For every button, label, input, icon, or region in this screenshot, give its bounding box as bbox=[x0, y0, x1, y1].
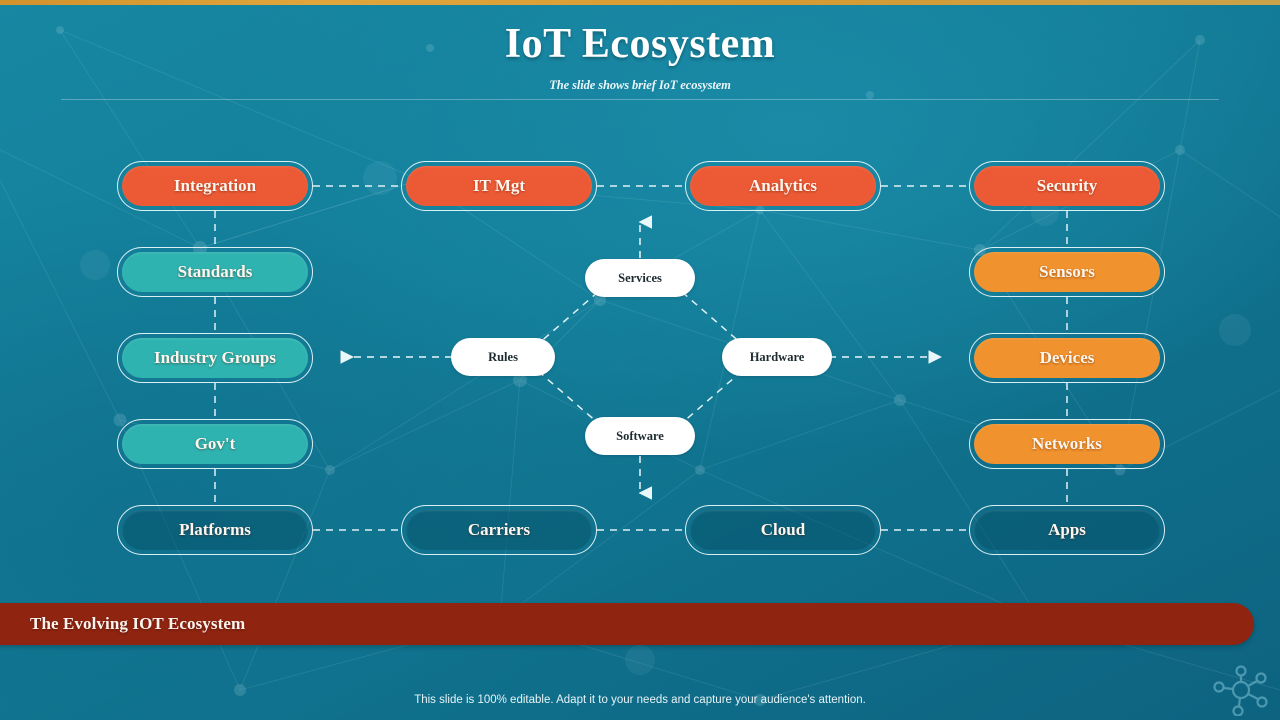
node-standards-label: Standards bbox=[122, 252, 308, 292]
node-networks-label: Networks bbox=[974, 424, 1160, 464]
node-integration[interactable]: Integration bbox=[117, 161, 313, 211]
node-platforms-label: Platforms bbox=[122, 510, 308, 550]
node-integration-label: Integration bbox=[122, 166, 308, 206]
node-devices-label: Devices bbox=[974, 338, 1160, 378]
node-rules[interactable]: Rules bbox=[451, 338, 555, 376]
node-hardware-label: Hardware bbox=[749, 349, 805, 364]
footer-ribbon-label: The Evolving IOT Ecosystem bbox=[30, 614, 246, 633]
header-divider bbox=[61, 99, 1219, 101]
node-services[interactable]: Services bbox=[585, 259, 695, 297]
node-analytics-label: Analytics bbox=[690, 166, 876, 206]
node-hardware[interactable]: Hardware bbox=[722, 338, 832, 376]
page-title: IoT Ecosystem bbox=[504, 21, 776, 67]
node-carriers[interactable]: Carriers bbox=[401, 505, 597, 555]
node-security[interactable]: Security bbox=[969, 161, 1165, 211]
node-cloud-label: Cloud bbox=[690, 510, 876, 550]
node-govt[interactable]: Gov't bbox=[117, 419, 313, 469]
node-analytics[interactable]: Analytics bbox=[685, 161, 881, 211]
node-govt-label: Gov't bbox=[122, 424, 308, 464]
editable-note: This slide is 100% editable. Adapt it to… bbox=[414, 694, 866, 706]
page-subtitle: The slide shows brief IoT ecosystem bbox=[549, 78, 731, 93]
node-carriers-label: Carriers bbox=[406, 510, 592, 550]
node-software[interactable]: Software bbox=[585, 417, 695, 455]
node-industry-groups[interactable]: Industry Groups bbox=[117, 333, 313, 383]
top-accent-bar bbox=[0, 0, 1280, 5]
network-nodes-icon bbox=[1213, 665, 1268, 716]
node-apps-label: Apps bbox=[974, 510, 1160, 550]
node-software-label: Software bbox=[616, 428, 664, 443]
node-devices[interactable]: Devices bbox=[969, 333, 1165, 383]
node-it-mgt-label: IT Mgt bbox=[406, 166, 592, 206]
node-it-mgt[interactable]: IT Mgt bbox=[401, 161, 597, 211]
node-sensors-label: Sensors bbox=[974, 252, 1160, 292]
node-apps[interactable]: Apps bbox=[969, 505, 1165, 555]
node-standards[interactable]: Standards bbox=[117, 247, 313, 297]
node-networks[interactable]: Networks bbox=[969, 419, 1165, 469]
node-security-label: Security bbox=[974, 166, 1160, 206]
node-services-label: Services bbox=[618, 270, 662, 285]
node-rules-label: Rules bbox=[488, 349, 518, 364]
node-industry-groups-label: Industry Groups bbox=[122, 338, 308, 378]
node-cloud[interactable]: Cloud bbox=[685, 505, 881, 555]
footer-ribbon: The Evolving IOT Ecosystem bbox=[0, 603, 1254, 645]
node-sensors[interactable]: Sensors bbox=[969, 247, 1165, 297]
slide-header: IoT Ecosystem The slide shows brief IoT … bbox=[0, 21, 1280, 101]
node-platforms[interactable]: Platforms bbox=[117, 505, 313, 555]
